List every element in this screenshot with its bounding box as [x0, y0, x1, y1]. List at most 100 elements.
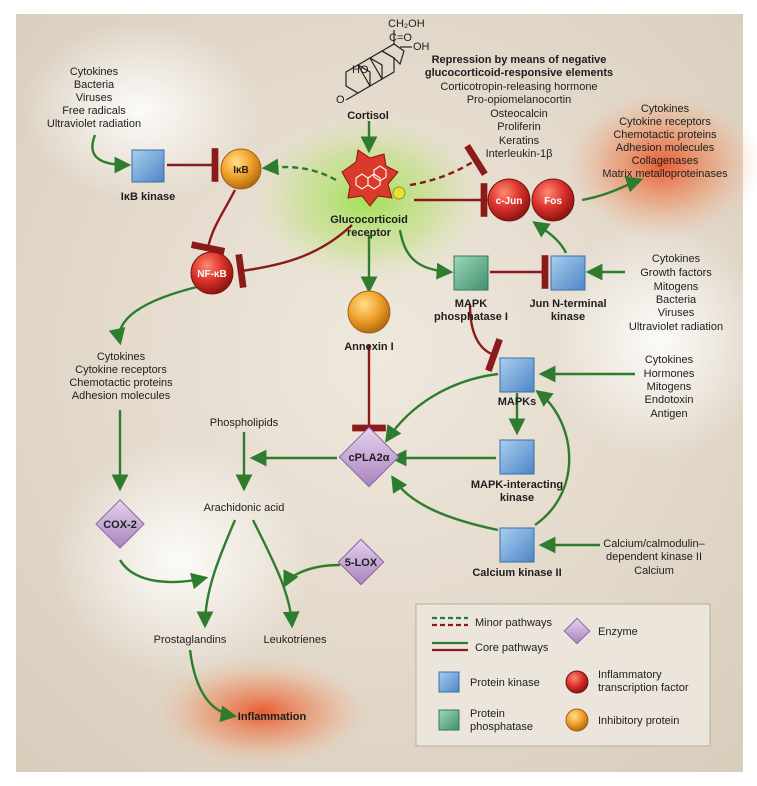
- mapks-label: MAPKs: [498, 396, 537, 408]
- legend-minor: Minor pathways: [475, 617, 553, 629]
- cortisol-label: Cortisol: [347, 110, 389, 122]
- legend-tf-line1: Inflammatory: [598, 669, 662, 681]
- cox2-label: COX-2: [103, 519, 137, 531]
- arrow-cak-to-mapks: [534, 389, 571, 526]
- arrow-stimuli-to-ikk: [91, 134, 132, 174]
- gr-label-line1: Glucocorticoid: [330, 214, 408, 226]
- cox2-node: [95, 499, 145, 549]
- mnk-label-line2: kinase: [500, 492, 534, 504]
- ikk-stimulus: Cytokines: [70, 66, 119, 78]
- jnk-label-line2: kinase: [551, 311, 585, 323]
- arrow-jnk-to-cjun: [532, 221, 568, 254]
- arrow-nfkb-to-targets: [108, 283, 206, 346]
- ap1-target: Matrix metalloproteinases: [602, 168, 728, 180]
- legend-phosphatase-line2: phosphatase: [470, 721, 533, 733]
- prostaglandins-label: Prostaglandins: [154, 634, 227, 646]
- repression-item: Keratins: [499, 135, 540, 147]
- repression-item: Osteocalcin: [490, 108, 547, 120]
- jnk-node: [550, 255, 586, 291]
- jnk-label-line1: Jun N-terminal: [529, 298, 606, 310]
- 5lox-label: 5-LOX: [345, 557, 378, 569]
- arrow-mapks-to-cpla2: [385, 372, 499, 443]
- inhibit-gr-to-nfkb: [235, 224, 353, 289]
- ikk-stimulus: Bacteria: [74, 79, 115, 91]
- mapk-stimulus: Antigen: [650, 408, 687, 420]
- inflammation-glow: [152, 657, 372, 767]
- ap1-target: Collagenases: [632, 155, 699, 167]
- cjun-node: [487, 178, 531, 222]
- mapk-stimulus: Mitogens: [647, 381, 692, 393]
- annexin-label: Annexin I: [344, 341, 394, 353]
- inhibit-ikb-to-nfkb: [190, 189, 237, 255]
- repression-item: Proliferin: [497, 121, 540, 133]
- jnk-stimulus: Ultraviolet radiation: [629, 321, 723, 333]
- arrow-gr-to-mkp1: [398, 229, 454, 280]
- repression-item: Corticotropin-releasing hormone: [440, 81, 597, 93]
- nfkb-target: Cytokines: [97, 351, 146, 363]
- jnk-stimulus: Mitogens: [654, 281, 699, 293]
- cpla2-node: [338, 426, 400, 488]
- repression-item: Pro-opiomelanocortin: [467, 94, 572, 106]
- ap1-target: Cytokines: [641, 103, 690, 115]
- ikb-kinase-label: IκB kinase: [121, 191, 175, 203]
- mapk-stimulus: Cytokines: [645, 354, 694, 366]
- nfkb-target: Cytokine receptors: [75, 364, 167, 376]
- repression-item: Interleukin-1β: [486, 148, 553, 160]
- cak-stimulus: dependent kinase II: [606, 551, 702, 563]
- leukotrienes-label: Leukotrienes: [264, 634, 327, 646]
- pathway-lines: [91, 121, 644, 723]
- ap1-targets-glow: [562, 90, 757, 240]
- arrow-aa-to-pg: [196, 519, 237, 629]
- legend-kinase: Protein kinase: [470, 677, 540, 689]
- ikb-kinase-node: [131, 149, 165, 183]
- light-patch: [20, 20, 260, 200]
- arrow-pg-to-inflammation: [188, 649, 238, 723]
- 5lox-node: [337, 538, 385, 586]
- calcium-kinase-node: [499, 527, 535, 563]
- mnk-label-line1: MAPK-interacting: [471, 479, 563, 491]
- mkp1-label-line2: phosphatase I: [434, 311, 508, 323]
- mapk-stimulus: Hormones: [644, 368, 695, 380]
- ikb-node: [220, 148, 262, 190]
- fos-label: Fos: [544, 196, 562, 207]
- annexin-node: [347, 290, 391, 334]
- glucocorticoid-receptor: [341, 149, 406, 207]
- cpla2-label: cPLA2α: [349, 452, 390, 464]
- ap1-target: Chemotactic proteins: [613, 129, 717, 141]
- ikk-stimulus: Free radicals: [62, 105, 126, 117]
- inhibit-gr-to-repression-minor: [409, 143, 488, 187]
- nfkb-target: Chemotactic proteins: [69, 377, 173, 389]
- mapk-stimulus: Endotoxin: [645, 394, 694, 406]
- legend-inhibitory: Inhibitory protein: [598, 715, 679, 727]
- legend-phosphatase-line1: Protein: [470, 708, 505, 720]
- cjun-label: c-Jun: [496, 196, 523, 207]
- legend-tf-line2: transcription factor: [598, 682, 689, 694]
- cak-stimulus: Calcium/calmodulin–: [603, 538, 705, 550]
- cortisol-group-oh: OH: [413, 41, 430, 53]
- mnk-node: [499, 439, 535, 475]
- light-patch: [50, 440, 310, 680]
- cortisol-group-ch2oh: CH₂OH: [388, 18, 425, 30]
- cortisol-structure: [345, 30, 412, 101]
- nfkb-label: NF-κB: [197, 269, 226, 280]
- fos-node: [531, 178, 575, 222]
- mapk-phosphatase-node: [453, 255, 489, 291]
- nfkb-target: Adhesion molecules: [72, 390, 171, 402]
- legend-box: [415, 603, 711, 747]
- ikb-label: IκB: [233, 165, 249, 176]
- cak-label: Calcium kinase II: [472, 567, 561, 579]
- jnk-stimulus: Cytokines: [652, 253, 701, 265]
- arachidonic-acid-label: Arachidonic acid: [204, 502, 285, 514]
- ap1-target: Cytokine receptors: [619, 116, 711, 128]
- cak-stimulus: Calcium: [634, 565, 674, 577]
- mkp1-label-line1: MAPK: [455, 298, 487, 310]
- jnk-stimulus: Growth factors: [640, 267, 712, 279]
- inflammation-label: Inflammation: [238, 711, 307, 723]
- repression-title-line1: Repression by means of negative: [432, 54, 607, 66]
- ap1-target: Adhesion molecules: [616, 142, 715, 154]
- gr-label-line2: receptor: [347, 227, 392, 239]
- mapks-node: [499, 357, 535, 393]
- arrow-cox2-to-pg: [118, 559, 209, 590]
